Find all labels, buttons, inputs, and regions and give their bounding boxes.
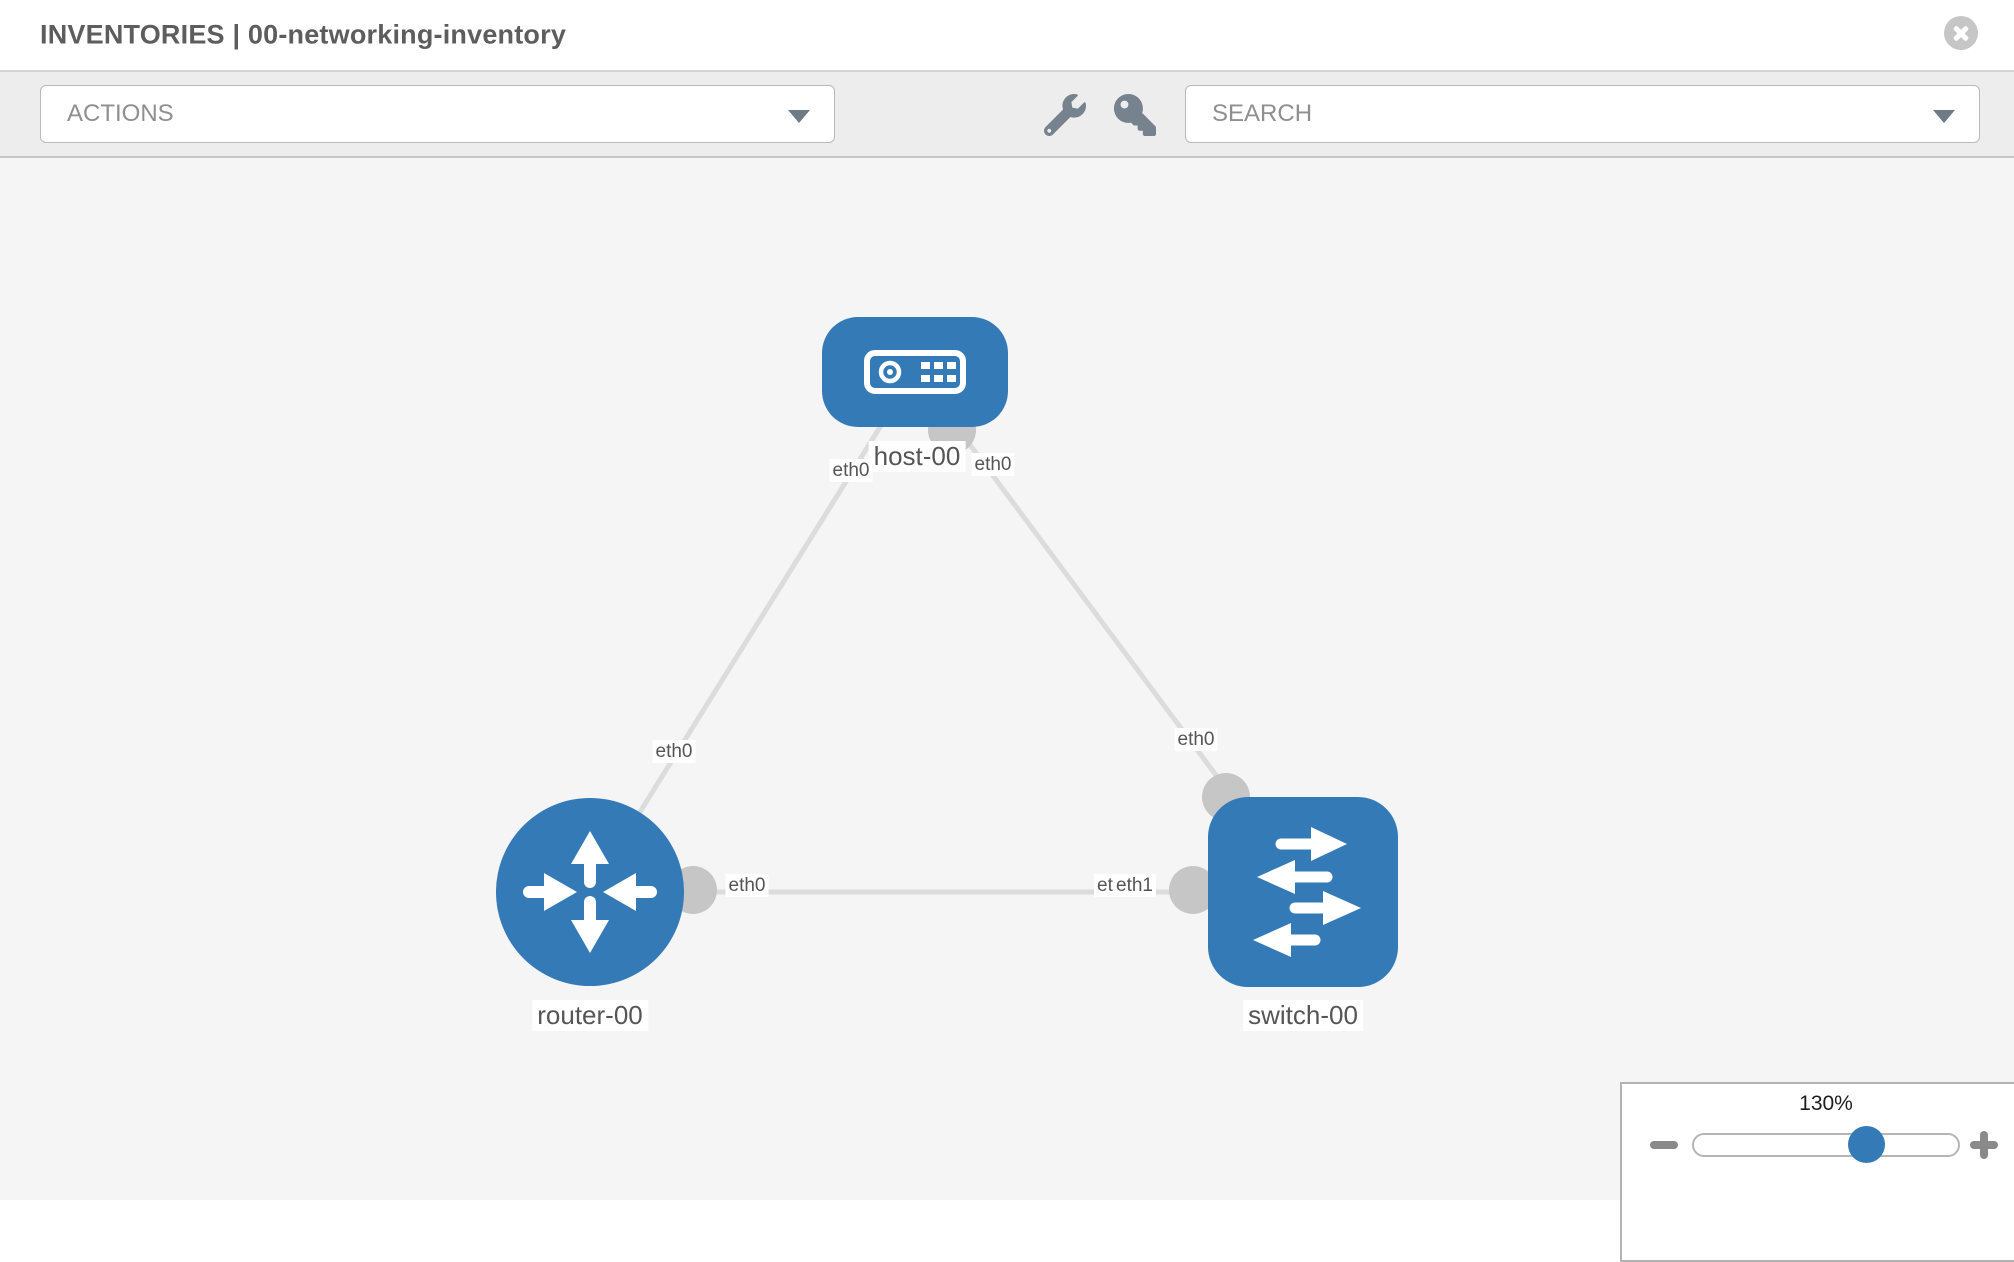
wrench-icon[interactable] bbox=[1044, 94, 1086, 136]
interface-label: eth0 bbox=[971, 453, 1015, 476]
topology-svg bbox=[496, 317, 1398, 987]
topology-canvas[interactable]: host-00 router-00 switch-00 eth0 eth0 et… bbox=[0, 158, 2014, 1200]
key-icon[interactable] bbox=[1114, 94, 1156, 136]
host-icon bbox=[864, 350, 966, 394]
actions-dropdown[interactable]: ACTIONS bbox=[40, 85, 835, 143]
interface-dot-switch-left bbox=[1169, 866, 1217, 914]
link-host-router bbox=[587, 369, 918, 894]
zoom-slider[interactable] bbox=[1692, 1126, 1960, 1163]
zoom-panel: 130% bbox=[1620, 1082, 2014, 1262]
switch-icon bbox=[1253, 827, 1361, 957]
search-placeholder: SEARCH bbox=[1212, 100, 1313, 127]
page-title: INVENTORIES | 00-networking-inventory bbox=[40, 19, 567, 50]
chevron-down-icon bbox=[1933, 110, 1955, 123]
header-bar: INVENTORIES | 00-networking-inventory bbox=[0, 0, 2014, 72]
zoom-out-icon[interactable] bbox=[1650, 1141, 1678, 1149]
host-node[interactable] bbox=[822, 317, 1008, 427]
zoom-level: 130% bbox=[1799, 1092, 1853, 1115]
zoom-in-icon[interactable] bbox=[1970, 1131, 1998, 1159]
router-node-label: router-00 bbox=[532, 1000, 648, 1031]
close-icon[interactable] bbox=[1944, 16, 1978, 50]
host-node-label: host-00 bbox=[868, 441, 966, 472]
interface-label: eth1 bbox=[1113, 874, 1156, 897]
toolbar: ACTIONS SEARCH bbox=[0, 72, 2014, 158]
chevron-down-icon bbox=[788, 110, 810, 123]
interface-label: eth0 bbox=[829, 459, 873, 482]
switch-node-label: switch-00 bbox=[1243, 1000, 1363, 1031]
switch-node[interactable] bbox=[1208, 797, 1398, 987]
router-node[interactable] bbox=[496, 798, 684, 986]
search-dropdown[interactable]: SEARCH bbox=[1185, 85, 1980, 143]
actions-dropdown-label: ACTIONS bbox=[67, 100, 174, 127]
interface-label: eth0 bbox=[652, 740, 696, 763]
interface-label: eth0 bbox=[1174, 728, 1218, 751]
router-icon bbox=[523, 831, 657, 953]
interface-label: eth0 bbox=[725, 874, 769, 897]
zoom-slider-thumb[interactable] bbox=[1848, 1126, 1885, 1163]
